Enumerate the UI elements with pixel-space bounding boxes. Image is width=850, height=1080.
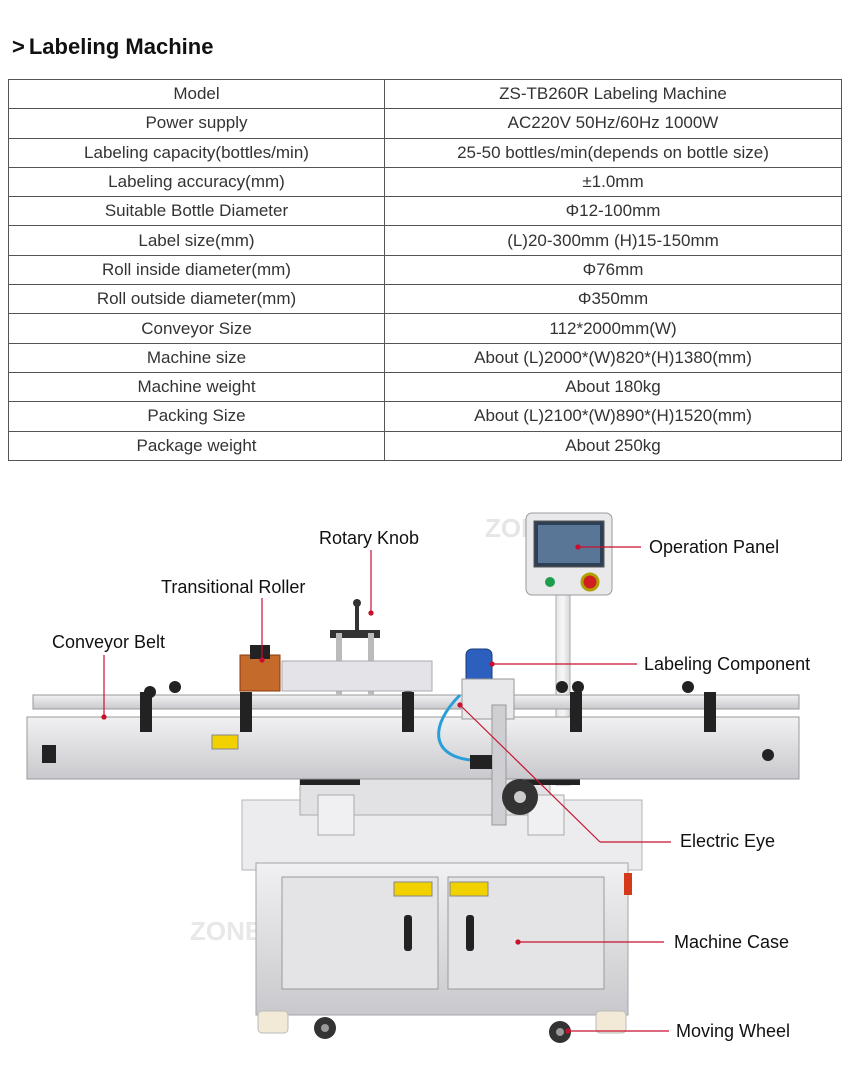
page-heading: >Labeling Machine	[12, 34, 213, 60]
spec-value: ±1.0mm	[384, 166, 842, 198]
spec-label: Labeling capacity(bottles/min)	[8, 137, 385, 168]
conveyor-belt	[26, 681, 800, 780]
start-button-icon	[545, 577, 555, 587]
spec-value: AC220V 50Hz/60Hz 1000W	[384, 108, 842, 139]
labeling-component	[437, 648, 538, 826]
warning-sticker-icon	[393, 881, 433, 897]
spec-value: Φ76mm	[384, 254, 842, 286]
spec-row: Roll inside diameter(mm)Φ76mm	[8, 254, 842, 286]
spec-value: About (L)2000*(W)820*(H)1380(mm)	[384, 342, 842, 373]
spec-row: Label size(mm)(L)20-300mm (H)15-150mm	[8, 225, 842, 256]
machine-illustration: ZONESUN ZONESUN ZONESUN ZONESUN ZONESUN	[26, 512, 800, 1043]
spec-value: About (L)2100*(W)890*(H)1520(mm)	[384, 401, 842, 432]
spec-value: Φ350mm	[384, 284, 842, 315]
callout-conveyor-belt: Conveyor Belt	[52, 632, 166, 652]
spec-label: Labeling accuracy(mm)	[8, 166, 385, 198]
spec-label: Machine weight	[8, 371, 385, 403]
warning-sticker-icon	[449, 881, 489, 897]
spec-label: Packing Size	[8, 401, 385, 432]
spec-row: Labeling capacity(bottles/min)25-50 bott…	[8, 137, 842, 168]
callout-moving-wheel: Moving Wheel	[676, 1021, 791, 1041]
heading-title: Labeling Machine	[28, 34, 214, 59]
machine-figure: ZONESUN ZONESUN ZONESUN ZONESUN ZONESUN	[0, 495, 850, 1080]
guide-assembly	[239, 599, 433, 695]
spec-label: Machine size	[8, 342, 385, 373]
spec-value: 25-50 bottles/min(depends on bottle size…	[384, 137, 842, 168]
spec-label: Label size(mm)	[8, 225, 385, 256]
spec-label: Model	[8, 78, 385, 110]
spec-label: Conveyor Size	[8, 313, 385, 344]
spec-label: Roll inside diameter(mm)	[8, 254, 385, 286]
callout-electric-eye: Electric Eye	[680, 831, 776, 851]
door-handle-icon	[404, 915, 412, 951]
emergency-stop-icon	[580, 572, 600, 592]
callout-rotary-knob: Rotary Knob	[319, 528, 420, 548]
callout-transitional-roller: Transitional Roller	[161, 577, 306, 597]
callout-labeling-component: Labeling Component	[644, 654, 811, 674]
spec-row: Roll outside diameter(mm)Φ350mm	[8, 284, 842, 315]
rotary-knob-icon	[355, 603, 359, 633]
machine-case	[241, 799, 643, 1043]
spec-row: Labeling accuracy(mm)±1.0mm	[8, 166, 842, 198]
electric-eye-icon	[470, 755, 492, 769]
callout-operation-panel: Operation Panel	[649, 537, 780, 557]
spec-value: About 180kg	[384, 371, 842, 403]
spec-label: Package weight	[8, 430, 385, 461]
spec-label: Suitable Bottle Diameter	[8, 196, 385, 227]
spec-value: About 250kg	[384, 430, 842, 461]
spec-label: Roll outside diameter(mm)	[8, 284, 385, 315]
spec-value: ZS-TB260R Labeling Machine	[384, 78, 842, 110]
spec-value: Φ12-100mm	[384, 196, 842, 227]
callout-machine-case: Machine Case	[674, 932, 790, 952]
callout-lines	[101, 544, 671, 1034]
door-handle-icon	[466, 915, 474, 951]
spec-value: (L)20-300mm (H)15-150mm	[384, 225, 842, 256]
heading-arrow: >	[12, 34, 25, 59]
spec-label: Power supply	[8, 108, 385, 139]
spec-value: 112*2000mm(W)	[384, 313, 842, 344]
